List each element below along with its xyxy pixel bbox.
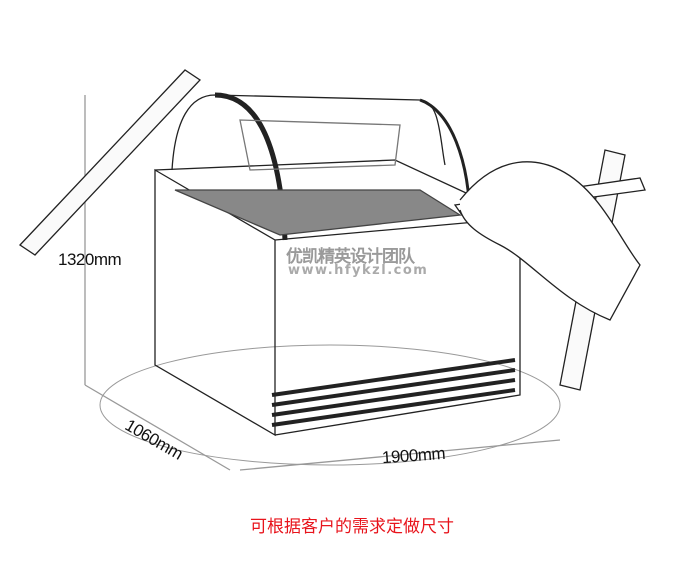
height-label: 1320mm bbox=[58, 250, 122, 269]
width-dimension-line bbox=[239, 439, 561, 471]
ruler-left bbox=[18, 69, 202, 256]
custom-size-caption: 可根据客户的需求定做尺寸 bbox=[250, 517, 454, 537]
floor-ellipse bbox=[99, 344, 561, 466]
vent-grille bbox=[271, 358, 516, 427]
watermark-brand: 优凯精英设计团队 bbox=[286, 247, 415, 267]
glass-panel bbox=[239, 119, 401, 171]
depth-dimension-line bbox=[84, 384, 231, 471]
hand bbox=[459, 161, 641, 321]
cabinet-front bbox=[274, 217, 521, 436]
watermark-url: www.hfykzl.com bbox=[288, 263, 429, 278]
food-trays bbox=[174, 189, 462, 236]
canopy-back bbox=[171, 94, 446, 171]
